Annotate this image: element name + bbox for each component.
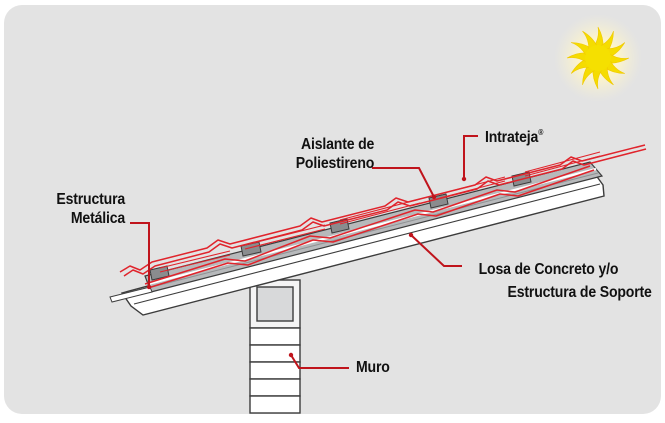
label-muro: Muro	[356, 359, 390, 376]
registered-mark: ®	[538, 128, 544, 137]
leader-estructura	[130, 222, 150, 287]
label-aislante: Aislante de Poliestireno	[295, 135, 375, 173]
label-intrateja: Intrateja®	[485, 123, 543, 147]
leader-muro	[290, 354, 349, 369]
label-intrateja-text: Intrateja	[485, 129, 539, 146]
background-panel	[4, 5, 661, 414]
label-losa-line1: Losa de Concreto y/o	[478, 261, 619, 278]
wall-block	[249, 327, 301, 346]
label-aislante-line1: Aislante de	[300, 136, 374, 153]
label-aislante-line2: Poliestireno	[295, 155, 375, 172]
wall-block	[249, 395, 301, 414]
leader-aislante	[372, 167, 435, 198]
metal-rail-end	[109, 286, 153, 303]
label-losa-line2: Estructura de Soporte	[507, 284, 652, 301]
wall-block	[249, 378, 301, 397]
wall-block	[249, 361, 301, 380]
leader-lines	[130, 135, 478, 369]
label-estructura-metalica: Estructura Metálica	[56, 190, 125, 228]
label-losa: Losa de Concreto y/o Estructura de Sopor…	[479, 260, 652, 302]
label-estructura-line2: Metálica	[70, 210, 125, 227]
sun-icon	[554, 14, 642, 102]
label-estructura-line1: Estructura	[56, 191, 125, 208]
leader-losa	[410, 234, 462, 267]
wall	[249, 265, 301, 414]
leader-intrateja	[463, 135, 478, 179]
intrateja-tiles	[119, 144, 647, 289]
